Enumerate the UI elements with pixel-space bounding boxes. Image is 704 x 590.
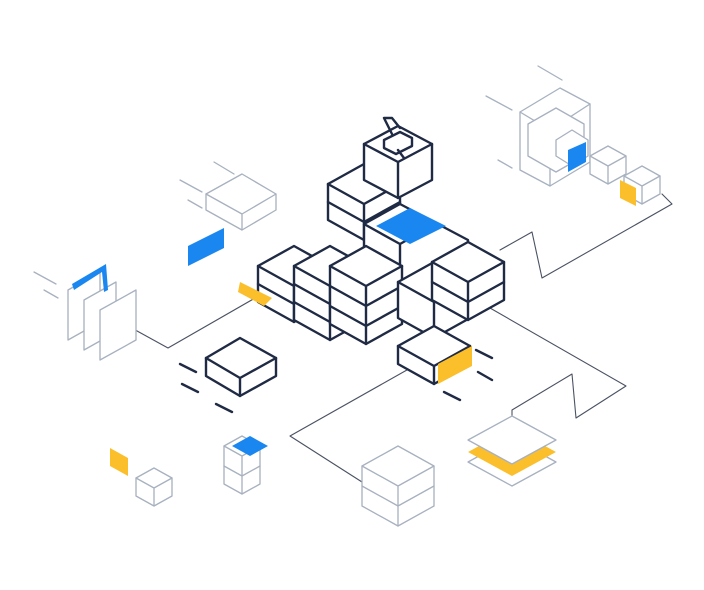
yellow-tile-bottom-left — [110, 448, 128, 476]
floating-navy-box — [178, 336, 278, 414]
blue-tile-top-right — [568, 142, 586, 172]
panel-blue-edge — [72, 264, 108, 292]
wire-top-right — [499, 193, 673, 279]
paint-brush-icon — [382, 116, 414, 160]
bottom-left-small-objects — [110, 435, 268, 507]
wire-right-loop — [489, 307, 627, 439]
blue-tile-top-left — [188, 228, 224, 266]
top-right-frame — [485, 65, 661, 206]
left-panels — [33, 264, 137, 361]
blue-tile-bottom-left — [232, 436, 268, 456]
yellow-tile-top-right — [620, 180, 636, 206]
wire-bottom-loop — [289, 365, 415, 483]
bottom-center-grey-box — [361, 445, 435, 527]
yellow-tile-front — [438, 346, 472, 384]
flat-grey-box-top-left — [179, 161, 277, 231]
blue-tile-center — [376, 208, 446, 244]
wire-left-panels — [127, 285, 277, 349]
connector-lines — [127, 193, 673, 483]
layered-plates — [467, 415, 557, 487]
main-block-stack — [256, 116, 506, 402]
yellow-tile-left — [238, 282, 272, 306]
